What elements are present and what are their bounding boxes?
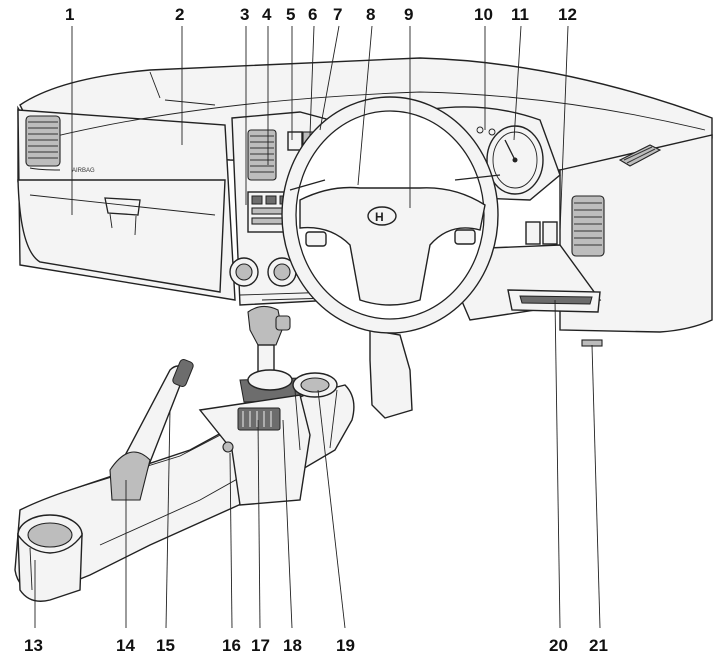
- storage-tray: [507, 289, 601, 313]
- callout-3: 3: [240, 5, 249, 24]
- callout-6: 6: [308, 5, 317, 24]
- hazard-switch: [287, 131, 303, 151]
- front-cup-holder: [292, 372, 338, 451]
- callout-19: 19: [336, 636, 355, 655]
- callout-21: 21: [589, 636, 608, 655]
- power-outlet: [222, 441, 234, 453]
- steering-assembly: H: [281, 96, 501, 419]
- steering-hub-logo: H: [367, 206, 397, 226]
- callouts-top: 1 2 3 4 5 6 7 8 9 10 11 12: [65, 5, 577, 24]
- right-panel: [507, 144, 662, 347]
- callout-4: 4: [262, 5, 272, 24]
- callout-1: 1: [65, 5, 74, 24]
- callout-10: 10: [474, 5, 493, 24]
- callout-9: 9: [404, 5, 413, 24]
- parking-brake: [109, 359, 194, 501]
- glove-box: [29, 194, 216, 236]
- callout-8: 8: [366, 5, 375, 24]
- callouts-bottom: 13 14 15 16 17 18 19 20 21: [24, 636, 608, 655]
- airbag-label: AIRBAG: [72, 168, 95, 174]
- callout-20: 20: [549, 636, 568, 655]
- callout-7: 7: [333, 5, 342, 24]
- left-air-vent: [25, 115, 61, 167]
- center-air-vent: [247, 129, 277, 181]
- center-console: [14, 369, 355, 596]
- callout-11: 11: [511, 5, 529, 24]
- callout-12: 12: [558, 5, 577, 24]
- defroster-grille: [618, 144, 662, 167]
- callout-14: 14: [116, 636, 135, 655]
- speedometer: [486, 125, 544, 195]
- callout-5: 5: [286, 5, 295, 24]
- callout-17: 17: [251, 636, 270, 655]
- svg-text:H: H: [375, 210, 384, 224]
- switch-left: [525, 221, 541, 245]
- callout-15: 15: [156, 636, 175, 655]
- leader-lines: [34, 25, 601, 629]
- callout-18: 18: [283, 636, 302, 655]
- callout-16: 16: [222, 636, 241, 655]
- right-air-vent: [571, 195, 605, 257]
- callout-13: 13: [24, 636, 43, 655]
- rear-cup-holder: [17, 514, 83, 602]
- callout-2: 2: [175, 5, 184, 24]
- shift-indicator: [237, 407, 281, 431]
- switch-right: [542, 221, 558, 245]
